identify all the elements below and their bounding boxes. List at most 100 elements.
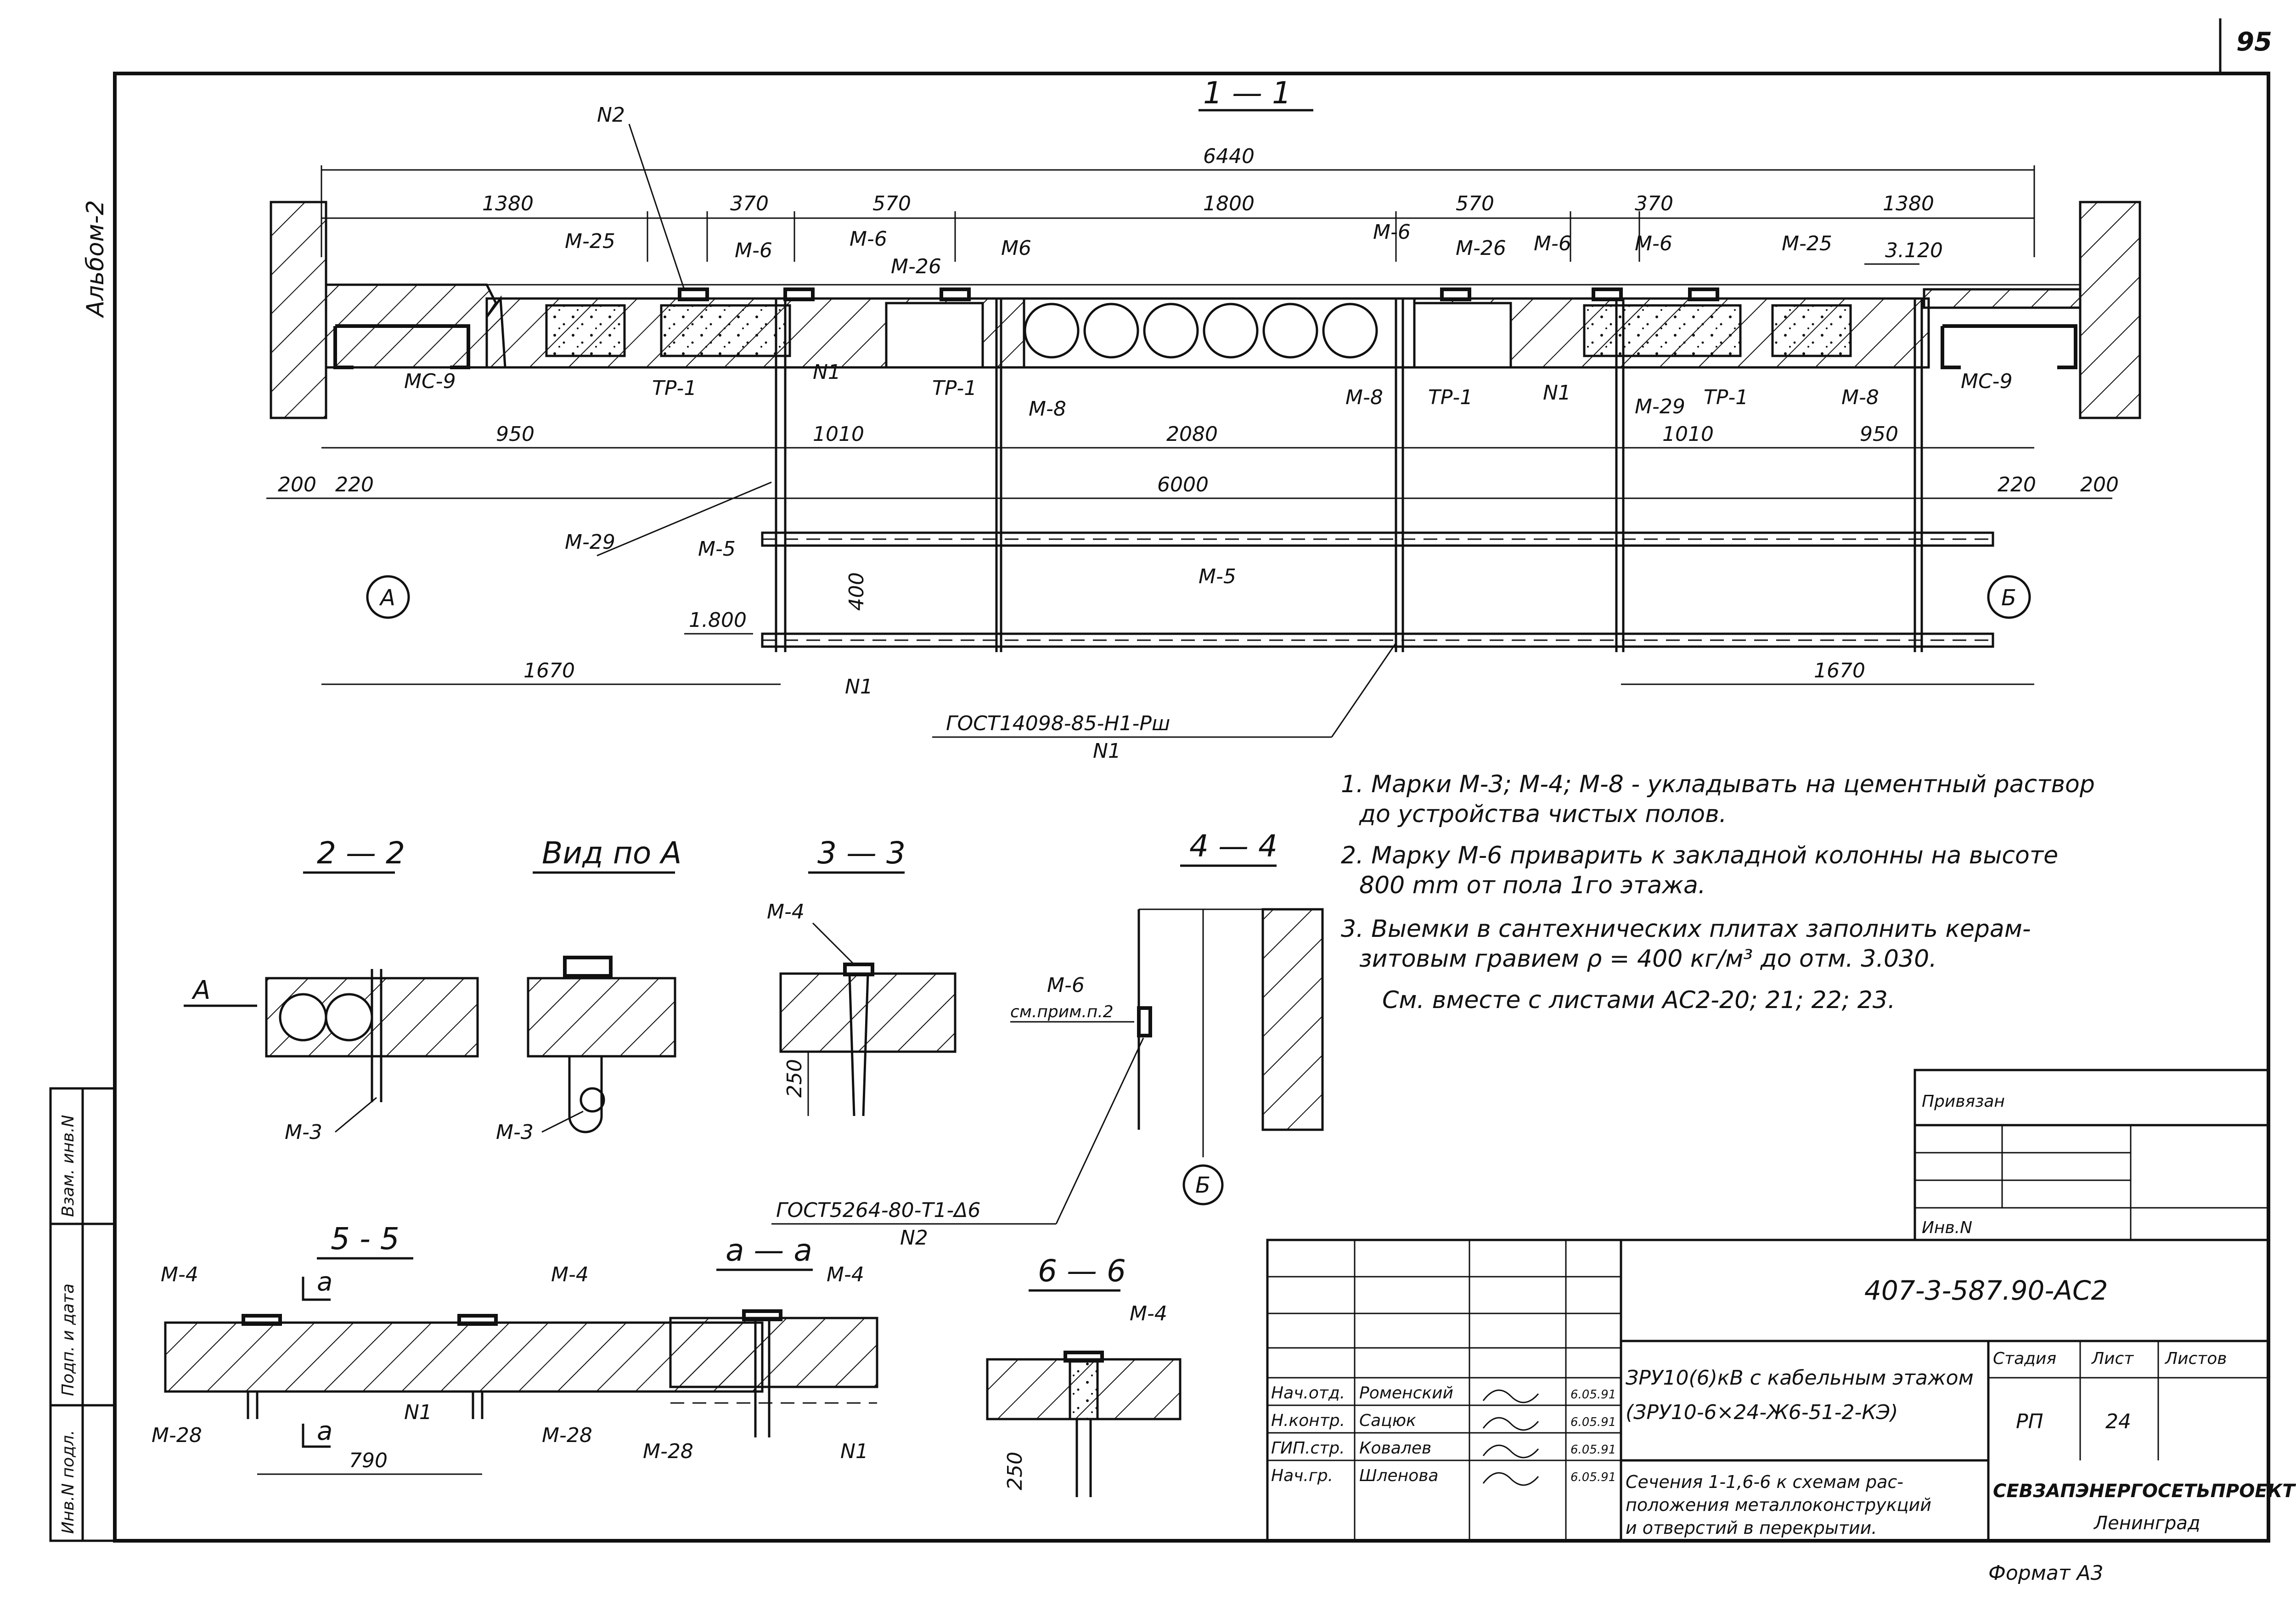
- role-1: Нач.отд.: [1271, 1384, 1345, 1403]
- mark-m5-a: М-5: [698, 537, 736, 561]
- sheet-header: Лист: [2091, 1349, 2134, 1368]
- mark-tp1-b: ТР-1: [932, 377, 977, 400]
- note-1b: до устройства чистых полов.: [1359, 800, 1727, 828]
- channel-mc9-left: [333, 324, 470, 369]
- mark-m26-left: М-26: [891, 255, 941, 278]
- arrow-a-label: А: [191, 975, 210, 1005]
- sheet-line-2: положения металлоконструкций: [1626, 1495, 1931, 1515]
- mark-m6-f: М-6: [1635, 232, 1672, 255]
- mark-m4-d: М-4: [827, 1263, 864, 1286]
- mark-m6-b: М-6: [850, 227, 887, 251]
- embedded-plates: [678, 287, 1719, 301]
- mark-m4-b: М-4: [161, 1263, 198, 1286]
- side-stamp: Взам. инв.N Подп. и дата Инв.N подл.: [49, 1087, 116, 1542]
- role-3: ГИП.стр.: [1271, 1439, 1345, 1458]
- dim-6440: 6440: [1203, 145, 1255, 168]
- hangers: [775, 299, 1923, 652]
- mark-m4-a: М-4: [767, 900, 805, 924]
- section-4-4: 4 — 4 М-6 см.прим.п.2 Б ГОСТ5264-80-Т1-Δ…: [771, 828, 1324, 1250]
- cut-a-2: а: [317, 1416, 332, 1446]
- mark-m5-b: М-5: [1199, 565, 1236, 588]
- mark-m8-a: М-8: [1029, 397, 1066, 421]
- opening-left: [885, 302, 984, 369]
- dim-400: 400: [845, 572, 868, 611]
- section-6-6: 6 — 6 М-4 250: [986, 1253, 1182, 1497]
- section-4-4-title: 4 — 4: [1189, 828, 1277, 864]
- mark-m29-b: М-29: [565, 530, 615, 554]
- mark-tp1-d: ТР-1: [1704, 386, 1748, 409]
- wall-right: [2079, 201, 2141, 419]
- section-1-1: 1 — 1 6440 1380 370 570 1800 570 370 138…: [266, 75, 2141, 763]
- role-2: Н.контр.: [1271, 1411, 1345, 1430]
- dim-1380-left: 1380: [482, 192, 534, 215]
- dim-6000: 6000: [1157, 473, 1209, 496]
- trough-1: [545, 304, 626, 357]
- note-3b: зитовым гравием ρ = 400 кг/м³ до отм. 3.…: [1359, 945, 1937, 973]
- section-5-5: 5 - 5 М-4 М-4 а а М-28 N1 М-28 790: [152, 1221, 764, 1475]
- name-2: Сацюк: [1359, 1411, 1416, 1430]
- privyazan: Привязан: [1922, 1092, 2005, 1111]
- mark-n1-b: N1: [1543, 381, 1571, 405]
- sheet-line-1: Сечения 1-1,6-6 к схемам рас-: [1626, 1472, 1903, 1492]
- gost-5264: ГОСТ5264-80-Т1-Δ6: [776, 1199, 980, 1222]
- axis-b: Б: [2001, 585, 2016, 611]
- name-4: Шленова: [1359, 1466, 1439, 1485]
- dim-950-right: 950: [1860, 423, 1898, 446]
- page-number: 95: [2236, 27, 2272, 57]
- dim-370-left: 370: [730, 192, 769, 215]
- opening-right: [1413, 302, 1512, 369]
- signatures: [1482, 1389, 1539, 1486]
- mark-m28-c: М-28: [643, 1440, 693, 1463]
- mark-m6-a: М-6: [735, 239, 772, 262]
- org-name: СЕВЗАПЭНЕРГОСЕТЬПРОЕКТ: [1993, 1481, 2296, 1502]
- dim-570-left: 570: [872, 192, 911, 215]
- section-1-1-title: 1 — 1: [1203, 75, 1291, 111]
- axis-b-2: Б: [1195, 1172, 1210, 1198]
- dim-570-right: 570: [1456, 192, 1494, 215]
- stamp-podp: Подп. и дата: [59, 1284, 78, 1396]
- format-label: Формат А3: [1988, 1561, 2104, 1585]
- dim-950-left: 950: [496, 423, 535, 446]
- mark-m4-e: М-4: [1130, 1302, 1167, 1325]
- mark-m6-c: М6: [1001, 237, 1031, 260]
- dim-1800: 1800: [1203, 192, 1255, 215]
- note-3: 3. Выемки в сантехнических плитах заполн…: [1341, 915, 2031, 943]
- mark-n2: N2: [597, 103, 625, 127]
- mark-m3-a: М-3: [285, 1121, 322, 1144]
- dim-250-a: 250: [783, 1059, 806, 1098]
- dim-220-left: 220: [335, 473, 374, 496]
- mark-n1-a: N1: [813, 361, 841, 384]
- trough-4: [1771, 304, 1852, 357]
- mark-m25-left: М-25: [565, 230, 615, 253]
- dim-1380-right: 1380: [1883, 192, 1934, 215]
- stage-value: РП: [2016, 1410, 2043, 1433]
- dim-370-right: 370: [1635, 192, 1673, 215]
- dim-220-right: 220: [1998, 473, 2036, 496]
- name-1: Роменский: [1359, 1384, 1453, 1403]
- mark-mc9-left: МС-9: [404, 370, 456, 393]
- mark-n1-e: N1: [840, 1440, 868, 1463]
- section-a-a: а — а М-4 М-28 N1: [643, 1233, 878, 1463]
- mark-m3-b: М-3: [496, 1121, 534, 1144]
- note-1: 1. Марки М-3; М-4; М-8 - укладывать на ц…: [1341, 771, 2095, 798]
- date-2: 6.05.91: [1570, 1415, 1616, 1429]
- trough-3: [1583, 304, 1742, 357]
- mark-m8-b: М-8: [1345, 386, 1383, 409]
- stamp-inv: Инв.N подл.: [59, 1430, 78, 1534]
- dim-1010-left: 1010: [813, 423, 864, 446]
- mark-m4-c: М-4: [551, 1263, 589, 1286]
- mark-m26-right: М-26: [1456, 237, 1506, 260]
- gost-14098: ГОСТ14098-85-Н1-Рш: [946, 712, 1170, 735]
- dim-790: 790: [349, 1449, 388, 1472]
- section-3-3-title: 3 — 3: [817, 835, 906, 871]
- title-block: Привязан Инв.N 407-3-587.90-АС2 Нач.отд.…: [1266, 1069, 2296, 1542]
- view-a-title: Вид по А: [542, 835, 681, 871]
- org-city: Ленинград: [2093, 1513, 2200, 1534]
- dim-200-left: 200: [278, 473, 316, 496]
- cut-a-1: а: [317, 1267, 332, 1297]
- sheet-line-3: и отверстий в перекрытии.: [1626, 1518, 1877, 1538]
- trough-2: [660, 304, 791, 357]
- section-6-6-title: 6 — 6: [1038, 1253, 1126, 1289]
- date-3: 6.05.91: [1570, 1443, 1616, 1457]
